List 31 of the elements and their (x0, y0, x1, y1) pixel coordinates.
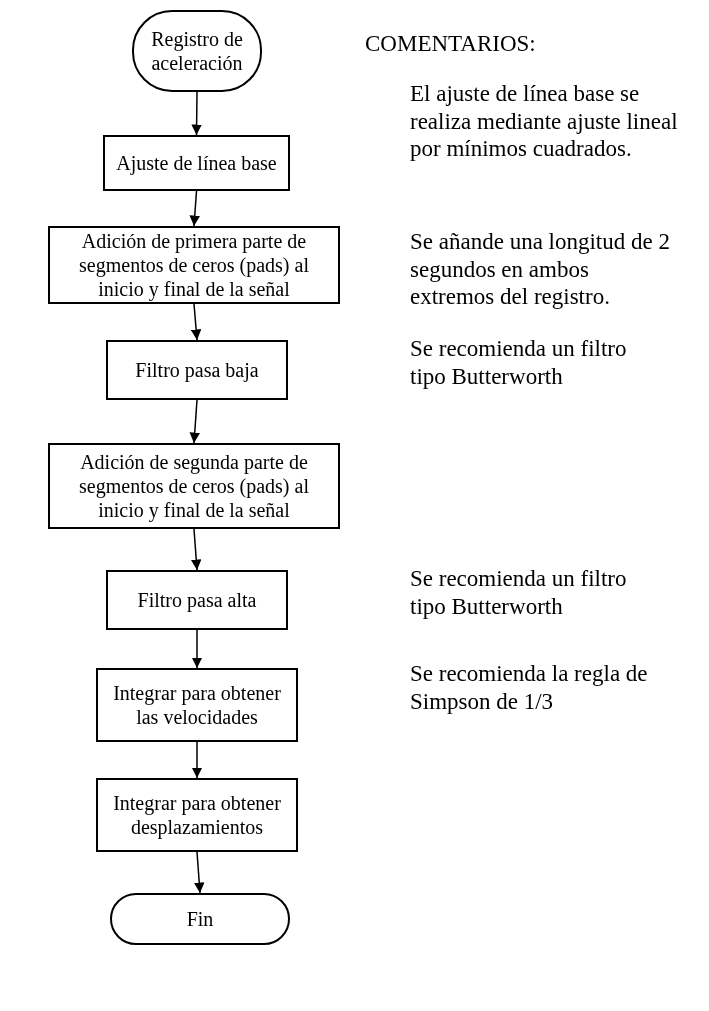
process-box (106, 570, 288, 630)
process-box (96, 778, 298, 852)
arrow (191, 629, 203, 669)
arrow (191, 741, 203, 779)
node-text: Registro de aceleración (150, 27, 244, 75)
node-text: Ajuste de línea base (116, 151, 277, 175)
comment-text: Se recomienda un filtro tipo Butterworth (410, 335, 628, 391)
arrow (189, 190, 200, 227)
comment-text: El ajuste de línea base se realiza mediante ajuste lineal por mínimos cuadrados. (410, 80, 679, 163)
process-box (106, 340, 288, 400)
comment-text: Se recomienda la regla de Simpson de 1/3 (410, 660, 649, 716)
process-box (103, 135, 290, 191)
node-text: Filtro pasa alta (137, 588, 257, 612)
arrow (191, 528, 202, 571)
node-text: Integrar para obtener desplazamientos (112, 791, 282, 839)
node-text: Filtro pasa baja (135, 358, 259, 382)
node-text: Integrar para obtener las velocidades (112, 681, 282, 729)
process-box (96, 668, 298, 742)
arrow (194, 851, 205, 894)
process-box (48, 443, 340, 529)
process-box (48, 226, 340, 304)
node-text: Fin (186, 907, 214, 931)
node-text: Adición de segunda parte de segmentos de ceros (pads) al inicio y final de la señal (78, 450, 310, 522)
terminal-box (110, 893, 290, 945)
arrow (191, 91, 202, 136)
arrow (189, 399, 200, 444)
comment-text: Se recomienda un filtro tipo Butterworth (410, 565, 628, 621)
section-heading: COMENTARIOS: (365, 30, 537, 58)
arrow (190, 303, 202, 341)
node-text: Adición de primera parte de segmentos de ceros (pads) al inicio y final de la señal (78, 229, 310, 301)
comment-text: Se añande una longitud de 2 segundos en ambos extremos del registro. (410, 228, 671, 311)
